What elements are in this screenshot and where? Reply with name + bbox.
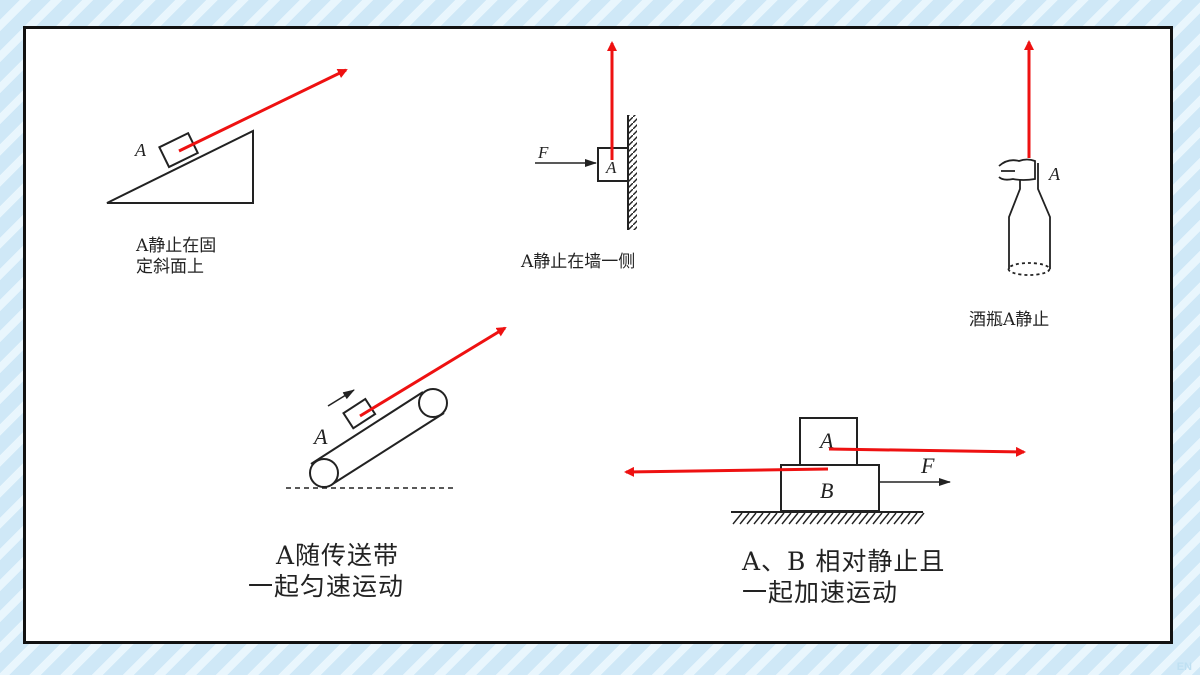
floor-hatch-line [760,512,771,525]
floor-hatch-line [837,512,848,525]
floor-hatch-line [816,512,827,525]
red-arrow-stack-left [624,466,829,477]
stack-caption-line-2: 一起加速运动 [742,578,899,608]
floor-hatch-line [774,512,785,525]
conveyor-upper-roller [418,388,448,418]
incline-diagram [106,129,254,204]
incline-caption-line-2: 定斜面上 [136,257,204,278]
conveyor-lower-roller [309,458,339,488]
floor-hatch-line [809,512,820,525]
incline-caption: A静止在固 定斜面上 [136,236,216,279]
red-arrows [178,40,1034,477]
floor-hatch-line [795,512,806,525]
wall-force-label: F [537,143,549,162]
floor-hatch-line [746,512,757,525]
conveyor-diagram [286,388,455,489]
floor-hatch-line [879,512,890,525]
floor-hatch [732,512,925,525]
bottle-caption: 酒瓶A静止 [969,310,1050,330]
floor-hatch-line [865,512,876,525]
red-arrow-incline [178,68,348,153]
incline-caption-line-1: A静止在固 [136,236,217,256]
stack-caption: A、B 相对静止且 一起加速运动 [742,546,945,609]
wall-caption: A静止在墙一侧 [521,252,636,272]
floor-hatch-line [851,512,862,525]
conveyor-block [342,397,377,430]
stack-diagram [731,417,951,525]
conveyor-block-label: A [312,424,328,449]
conveyor-caption-line-1: A随传送带 [276,541,400,570]
incline-block-label: A [134,140,147,160]
bottle-label: A [1048,164,1061,184]
floor-hatch-line [823,512,834,525]
floor-hatch-line [907,512,918,525]
watermark: EN [1176,661,1192,673]
floor-hatch-line [914,512,925,525]
floor-hatch-line [781,512,792,525]
floor-hatch-line [802,512,813,525]
floor-hatch-line [900,512,911,525]
conveyor-direction-arrow [327,389,355,407]
stack-block-top [799,417,858,466]
red-arrow-conveyor [359,326,507,418]
hand-icon [998,158,1036,181]
wall-block-label: A [605,158,617,177]
floor-hatch-line [732,512,743,525]
wall-hatch [629,115,637,230]
incline-slope [106,129,254,204]
slide-frame: A F A A A [23,26,1173,644]
floor-hatch-line [788,512,799,525]
wall-diagram [535,115,637,230]
stack-bottom-label: B [820,478,833,503]
floor-hatch-line [739,512,750,525]
conveyor-caption-line-2: 一起匀速运动 [248,572,405,602]
floor-hatch-line [767,512,778,525]
physics-diagrams: A F A A A [106,40,1061,525]
floor-hatch-line [872,512,883,525]
bottle-diagram [998,158,1051,276]
floor-hatch-line [858,512,869,525]
floor-hatch-line [830,512,841,525]
stack-force-label: F [920,453,935,478]
floor-hatch-line [844,512,855,525]
red-arrow-stack-right [828,446,1026,457]
floor-hatch-line [893,512,904,525]
floor-hatch-line [753,512,764,525]
conveyor-caption: A随传送带 一起匀速运动 [248,540,404,603]
floor-hatch-line [886,512,897,525]
stack-caption-line-1: A、B 相对静止且 [742,547,946,576]
stack-top-label: A [818,428,834,453]
